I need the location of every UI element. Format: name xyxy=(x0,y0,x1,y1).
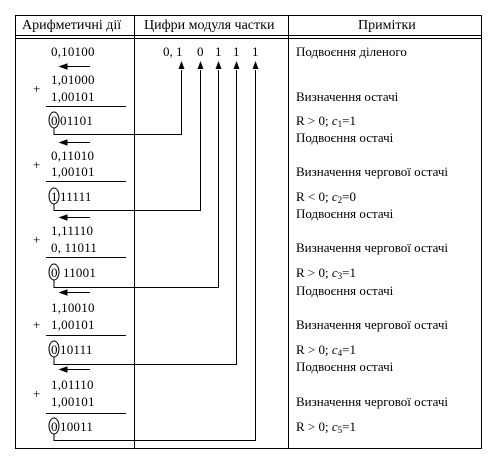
note-determine-4: Визначення чергової остачі xyxy=(296,317,448,332)
sign-bit-2: 1 xyxy=(51,189,58,204)
digit-arrow-head-5 xyxy=(252,61,259,69)
remainder-4: 10111 xyxy=(60,342,93,357)
quotient-digit-2: 0 xyxy=(197,44,204,59)
quotient-digit-integer: 0, 1 xyxy=(163,44,183,59)
shifted-value-1: 1,01000 xyxy=(51,72,95,87)
note-determine-3: Визначення чергової остачі xyxy=(296,240,448,255)
quotient-digit-4: 1 xyxy=(233,44,240,59)
remainder-5: 10011 xyxy=(60,419,94,434)
plus-sign-5: + xyxy=(33,386,41,401)
shift-arrow-head-4 xyxy=(58,289,68,296)
note-shift-1: Подвоєння діленого xyxy=(296,44,407,59)
connector-4 xyxy=(53,70,237,365)
note-shift-4: Подвоєння остачі xyxy=(296,283,394,298)
plus-sign-2: + xyxy=(33,157,41,172)
shifted-value-5: 1,01110 xyxy=(51,377,94,392)
shift-arrow-head-2 xyxy=(58,139,68,146)
connector-3 xyxy=(53,70,219,288)
header-notes: Примітки xyxy=(358,18,416,33)
digit-arrow-head-3 xyxy=(215,61,222,69)
shifted-value-4: 1,10010 xyxy=(51,300,95,315)
digit-arrow-head-4 xyxy=(233,61,240,69)
note-determine-2: Визначення чергової остачі xyxy=(296,164,448,179)
divisor-value-3: 0, 11011 xyxy=(51,240,98,255)
quotient-digit-5: 1 xyxy=(252,44,259,59)
connector-1 xyxy=(53,70,182,135)
digit-arrow-head-2 xyxy=(197,61,204,69)
remainder-2: 11111 xyxy=(60,189,92,204)
note-shift-2: Подвоєння остачі xyxy=(296,130,394,145)
plus-sign-3: + xyxy=(33,232,41,247)
connector-5 xyxy=(53,70,256,441)
note-determine-1: Визначення остачі xyxy=(296,89,399,104)
plus-sign-4: + xyxy=(33,317,41,332)
plus-sign-1: + xyxy=(33,81,41,96)
note-determine-5: Визначення чергової остачі xyxy=(296,394,448,409)
note-r-2: R < 0; c2=0 xyxy=(296,189,356,205)
note-r-3: R > 0; c3=1 xyxy=(296,265,356,281)
remainder-1: 01101 xyxy=(60,113,94,128)
dividend-value: 0,10100 xyxy=(51,44,95,59)
note-r-4: R > 0; c4=1 xyxy=(296,342,356,358)
note-shift-3: Подвоєння остачі xyxy=(296,206,394,221)
sign-bit-1: 0 xyxy=(51,113,58,128)
sign-bit-3: 0 xyxy=(51,265,58,280)
quotient-digit-3: 1 xyxy=(215,44,222,59)
sign-bit-4: 0 xyxy=(51,342,58,357)
sign-bit-5: 0 xyxy=(51,419,58,434)
header-arithmetic: Арифметичні дії xyxy=(22,18,122,33)
shift-arrow-head-1 xyxy=(58,63,68,70)
divisor-value-2: 1,00101 xyxy=(51,164,95,179)
header-quotient-digits: Цифри модуля частки xyxy=(144,18,275,33)
shifted-value-2: 0,11010 xyxy=(51,148,95,163)
note-r-5: R > 0; c5=1 xyxy=(296,419,356,435)
remainder-3: 11001 xyxy=(63,265,97,280)
table-border xyxy=(15,15,482,449)
divisor-value-4: 1,00101 xyxy=(51,317,95,332)
shifted-value-3: 1,11110 xyxy=(51,223,94,238)
divisor-value-1: 1,00101 xyxy=(51,89,95,104)
note-r-1: R > 0; c1=1 xyxy=(296,113,356,129)
digit-arrow-head-1 xyxy=(178,61,185,69)
divisor-value-5: 1,00101 xyxy=(51,394,95,409)
connector-2 xyxy=(53,70,201,211)
shift-arrow-head-3 xyxy=(58,214,68,221)
note-shift-5: Подвоєння остачі xyxy=(296,359,394,374)
shift-arrow-head-5 xyxy=(58,366,68,373)
